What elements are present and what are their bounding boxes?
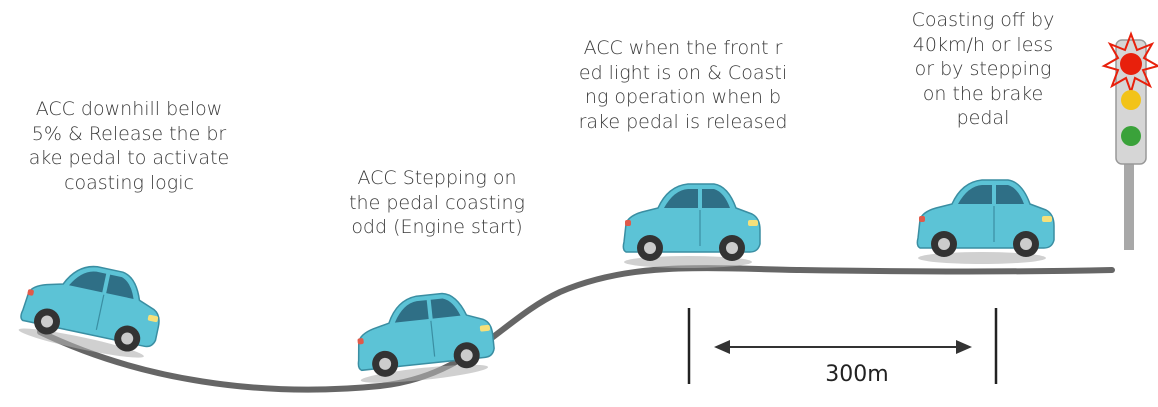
annotation-stepping-pedal: ACC Stepping on the pedal coasting odd (… <box>349 167 525 238</box>
distance-label: 300m <box>825 362 889 387</box>
yellow-light-icon <box>1121 90 1141 110</box>
car-2 <box>351 287 498 388</box>
arrow-head-right <box>956 340 972 354</box>
traffic-light <box>1101 31 1158 250</box>
red-light-icon <box>1120 53 1142 75</box>
road-curve <box>37 265 1115 393</box>
annotation-downhill: ACC downhill below 5% & Release the br a… <box>28 98 230 194</box>
car-4 <box>916 179 1055 265</box>
green-light-icon <box>1121 126 1141 146</box>
car-3 <box>622 183 761 269</box>
arrow-head-left <box>714 340 730 354</box>
annotation-coasting-off: Coasting off by 40km/h or less or by ste… <box>911 9 1055 129</box>
car-1 <box>16 252 169 365</box>
annotation-red-light: ACC when the front r ed light is on & Co… <box>578 37 788 133</box>
